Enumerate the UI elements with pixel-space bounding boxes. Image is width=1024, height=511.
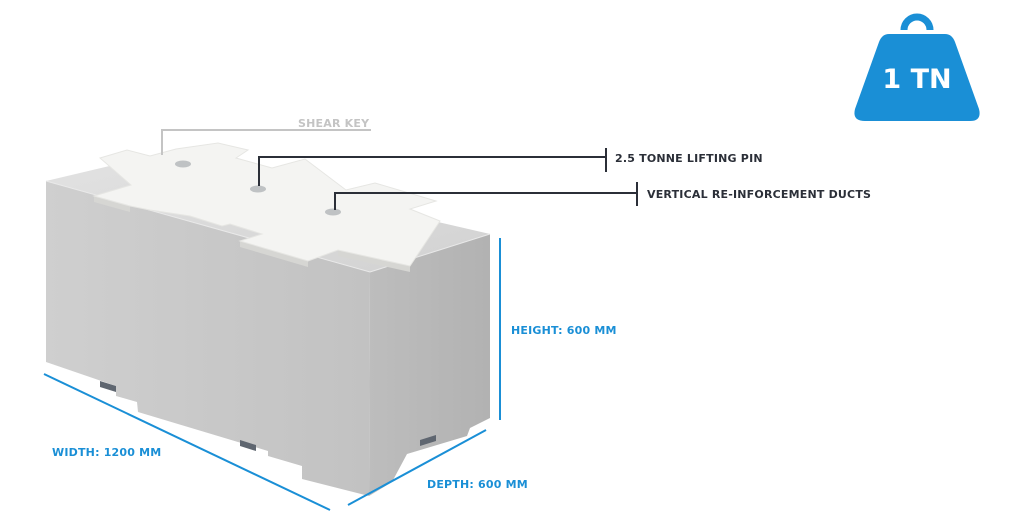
callout-lines — [161, 129, 638, 210]
shear-key-label: SHEAR KEY — [298, 117, 370, 130]
shear-key — [92, 142, 441, 272]
shear-key-side — [240, 241, 308, 267]
shear-key-leader — [161, 129, 371, 155]
height-label: HEIGHT: 600 MM — [511, 324, 617, 337]
lifting-pin-hole — [250, 185, 266, 193]
notch-shadow-1 — [100, 381, 116, 392]
shear-key-side — [94, 196, 130, 212]
lifting-pin-label: 2.5 TONNE LIFTING PIN — [615, 152, 763, 165]
shear-key-top — [92, 142, 441, 267]
block-side-face — [369, 234, 490, 496]
weight-label: 1 TN — [882, 64, 951, 95]
width-label: WIDTH: 1200 MM — [52, 446, 161, 459]
ducts-leader — [334, 192, 637, 210]
ducts-label: VERTICAL RE-INFORCEMENT DUCTS — [647, 188, 871, 201]
lifting-pin-leader — [258, 156, 606, 186]
duct-hole — [325, 208, 341, 216]
shear-key-hole — [175, 160, 191, 168]
block-top-edge — [45, 180, 491, 273]
shear-key-side — [338, 250, 410, 272]
notch-shadow-3 — [420, 435, 436, 446]
dimension-lines — [43, 238, 501, 511]
notch-shadow-2 — [240, 440, 256, 451]
depth-dimension-line — [347, 429, 487, 506]
depth-label: DEPTH: 600 MM — [427, 478, 528, 491]
width-dimension-line — [43, 373, 331, 511]
weight-icon: 1 TN — [854, 13, 980, 121]
